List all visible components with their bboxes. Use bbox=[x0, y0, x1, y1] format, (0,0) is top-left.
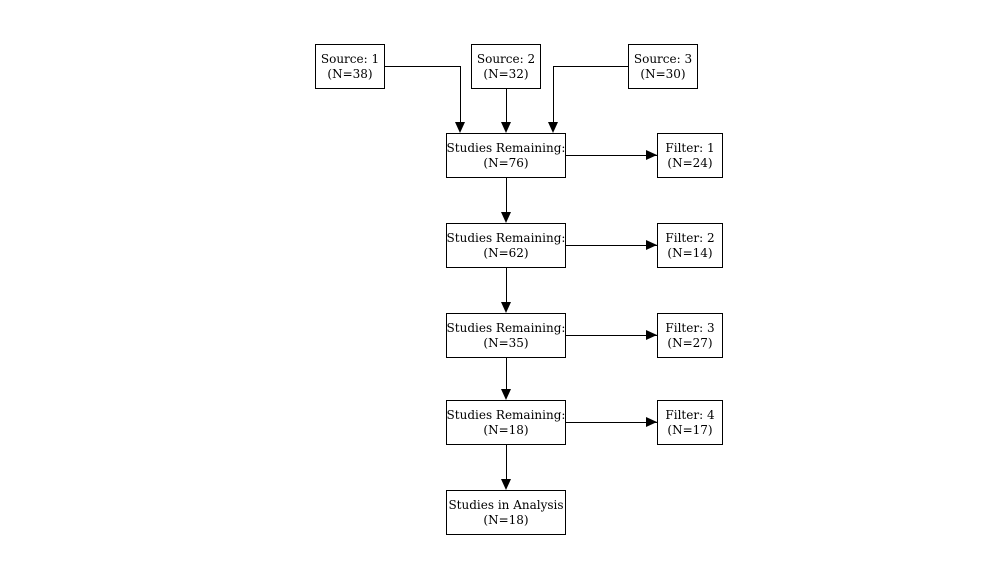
stage-1-label: Studies Remaining: bbox=[446, 140, 566, 155]
filter-box-4: Filter: 4 (N=17) bbox=[657, 400, 723, 445]
connector-line bbox=[506, 358, 507, 390]
filter-box-3: Filter: 3 (N=27) bbox=[657, 313, 723, 358]
connector-line bbox=[553, 66, 628, 67]
connector-line bbox=[553, 66, 554, 123]
final-count: (N=18) bbox=[483, 512, 529, 527]
stage-2-label: Studies Remaining: bbox=[446, 230, 566, 245]
connector-line bbox=[566, 422, 657, 423]
arrow-down-icon bbox=[501, 212, 511, 223]
stage-box-2: Studies Remaining: (N=62) bbox=[446, 223, 566, 268]
source-box-3: Source: 3 (N=30) bbox=[628, 44, 698, 89]
filter-box-1: Filter: 1 (N=24) bbox=[657, 133, 723, 178]
connector-line bbox=[506, 89, 507, 123]
source-box-2: Source: 2 (N=32) bbox=[471, 44, 541, 89]
connector-line bbox=[385, 66, 460, 67]
arrow-down-icon bbox=[501, 389, 511, 400]
source-box-1: Source: 1 (N=38) bbox=[315, 44, 385, 89]
filter-3-label: Filter: 3 bbox=[665, 320, 715, 335]
arrow-right-icon bbox=[646, 330, 657, 340]
stage-3-label: Studies Remaining: bbox=[446, 320, 566, 335]
stage-1-count: (N=76) bbox=[483, 155, 529, 170]
arrow-right-icon bbox=[646, 240, 657, 250]
arrow-right-icon bbox=[646, 417, 657, 427]
filter-2-count: (N=14) bbox=[667, 245, 713, 260]
filter-1-label: Filter: 1 bbox=[665, 140, 715, 155]
connector-line bbox=[566, 245, 657, 246]
arrow-down-icon bbox=[501, 479, 511, 490]
filter-4-label: Filter: 4 bbox=[665, 407, 715, 422]
final-label: Studies in Analysis bbox=[448, 497, 564, 512]
arrow-down-icon bbox=[548, 122, 558, 133]
stage-2-count: (N=62) bbox=[483, 245, 529, 260]
arrow-down-icon bbox=[501, 122, 511, 133]
stage-3-count: (N=35) bbox=[483, 335, 529, 350]
source-3-count: (N=30) bbox=[640, 66, 686, 81]
arrow-down-icon bbox=[455, 122, 465, 133]
stage-box-1: Studies Remaining: (N=76) bbox=[446, 133, 566, 178]
source-1-label: Source: 1 bbox=[320, 51, 380, 66]
connector-line bbox=[506, 268, 507, 303]
source-2-label: Source: 2 bbox=[476, 51, 536, 66]
connector-line bbox=[506, 445, 507, 480]
filter-2-label: Filter: 2 bbox=[665, 230, 715, 245]
stage-box-3: Studies Remaining: (N=35) bbox=[446, 313, 566, 358]
source-3-label: Source: 3 bbox=[633, 51, 693, 66]
stage-4-label: Studies Remaining: bbox=[446, 407, 566, 422]
connector-line bbox=[460, 66, 461, 123]
connector-line bbox=[566, 155, 657, 156]
filter-4-count: (N=17) bbox=[667, 422, 713, 437]
filter-3-count: (N=27) bbox=[667, 335, 713, 350]
source-2-count: (N=32) bbox=[483, 66, 529, 81]
stage-4-count: (N=18) bbox=[483, 422, 529, 437]
arrow-down-icon bbox=[501, 302, 511, 313]
stage-box-4: Studies Remaining: (N=18) bbox=[446, 400, 566, 445]
source-1-count: (N=38) bbox=[327, 66, 373, 81]
final-box: Studies in Analysis (N=18) bbox=[446, 490, 566, 535]
filter-box-2: Filter: 2 (N=14) bbox=[657, 223, 723, 268]
arrow-right-icon bbox=[646, 150, 657, 160]
connector-line bbox=[566, 335, 657, 336]
filter-1-count: (N=24) bbox=[667, 155, 713, 170]
connector-line bbox=[506, 178, 507, 213]
